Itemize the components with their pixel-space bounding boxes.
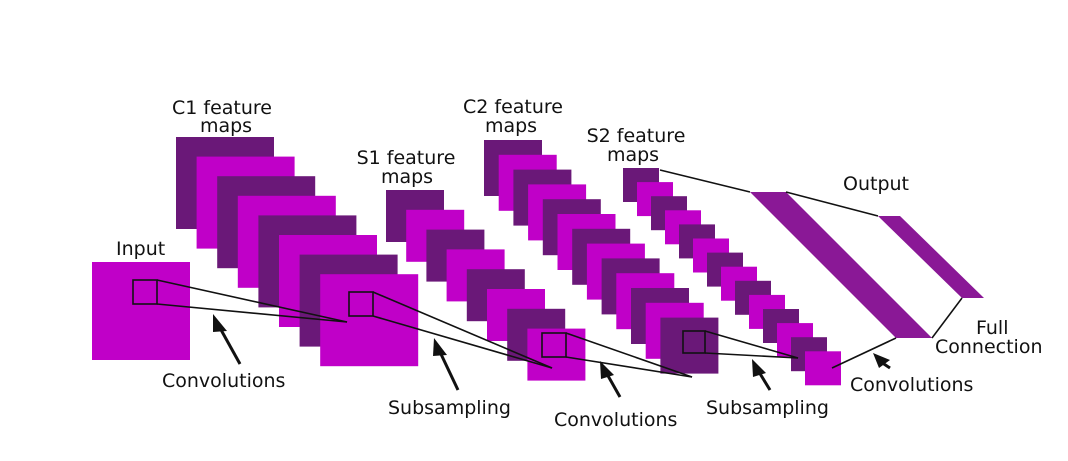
full-connection-label-line1: Full: [976, 317, 1009, 339]
conv2-label: Convolutions: [554, 409, 677, 431]
output-label: Output: [843, 173, 909, 195]
conv2-projection-bottom: [565, 356, 693, 378]
s1-feature-map-8: [527, 328, 586, 381]
output-projection-bottom: [931, 297, 963, 339]
conv3-label: Convolutions: [850, 374, 973, 396]
conv1-label: Convolutions: [162, 370, 285, 392]
sub1-projection-bottom: [372, 315, 553, 369]
c2-label-line2: maps: [485, 115, 537, 137]
s1-receptive-field: [541, 332, 567, 358]
s1-label-line2: maps: [381, 166, 433, 188]
input-receptive-field: [132, 279, 158, 305]
conv2-projection-top: [565, 332, 693, 378]
sub2-projection-top: [704, 330, 799, 359]
output-projection-top: [785, 191, 879, 217]
full-connection-label-line2: Connection: [935, 336, 1043, 358]
conv3-arrow: [873, 353, 891, 370]
s2-feature-map-14: [805, 351, 841, 386]
sub1-arrow: [433, 338, 460, 391]
c2-label-line1: C2 feature: [463, 96, 563, 118]
fc-projection-top: [659, 169, 751, 193]
s1-label-line1: S1 feature: [357, 147, 456, 169]
conv1-projection-top: [156, 279, 348, 323]
c2-receptive-field: [682, 330, 706, 354]
input-label: Input: [116, 238, 165, 260]
fc-output-bar-1: [750, 192, 932, 338]
sub2-arrow: [752, 359, 772, 391]
c1-label-line2: maps: [200, 115, 252, 137]
c1-label-line1: C1 feature: [172, 97, 272, 119]
sub2-label: Subsampling: [706, 397, 829, 419]
c2-feature-map-13: [660, 317, 719, 374]
c1-receptive-field: [348, 291, 374, 317]
sub2-projection-bottom: [704, 352, 799, 359]
fc-projection-bottom: [831, 337, 897, 369]
s2-label-line2: maps: [607, 144, 659, 166]
conv1-arrow: [213, 314, 242, 365]
sub1-label: Subsampling: [388, 397, 511, 419]
s2-label-line1: S2 feature: [587, 125, 686, 147]
conv2-arrow: [600, 361, 622, 398]
sub1-projection-top: [372, 291, 553, 369]
output-bar: [878, 216, 984, 298]
input-image: [92, 262, 190, 360]
conv1-projection-bottom: [156, 303, 348, 323]
